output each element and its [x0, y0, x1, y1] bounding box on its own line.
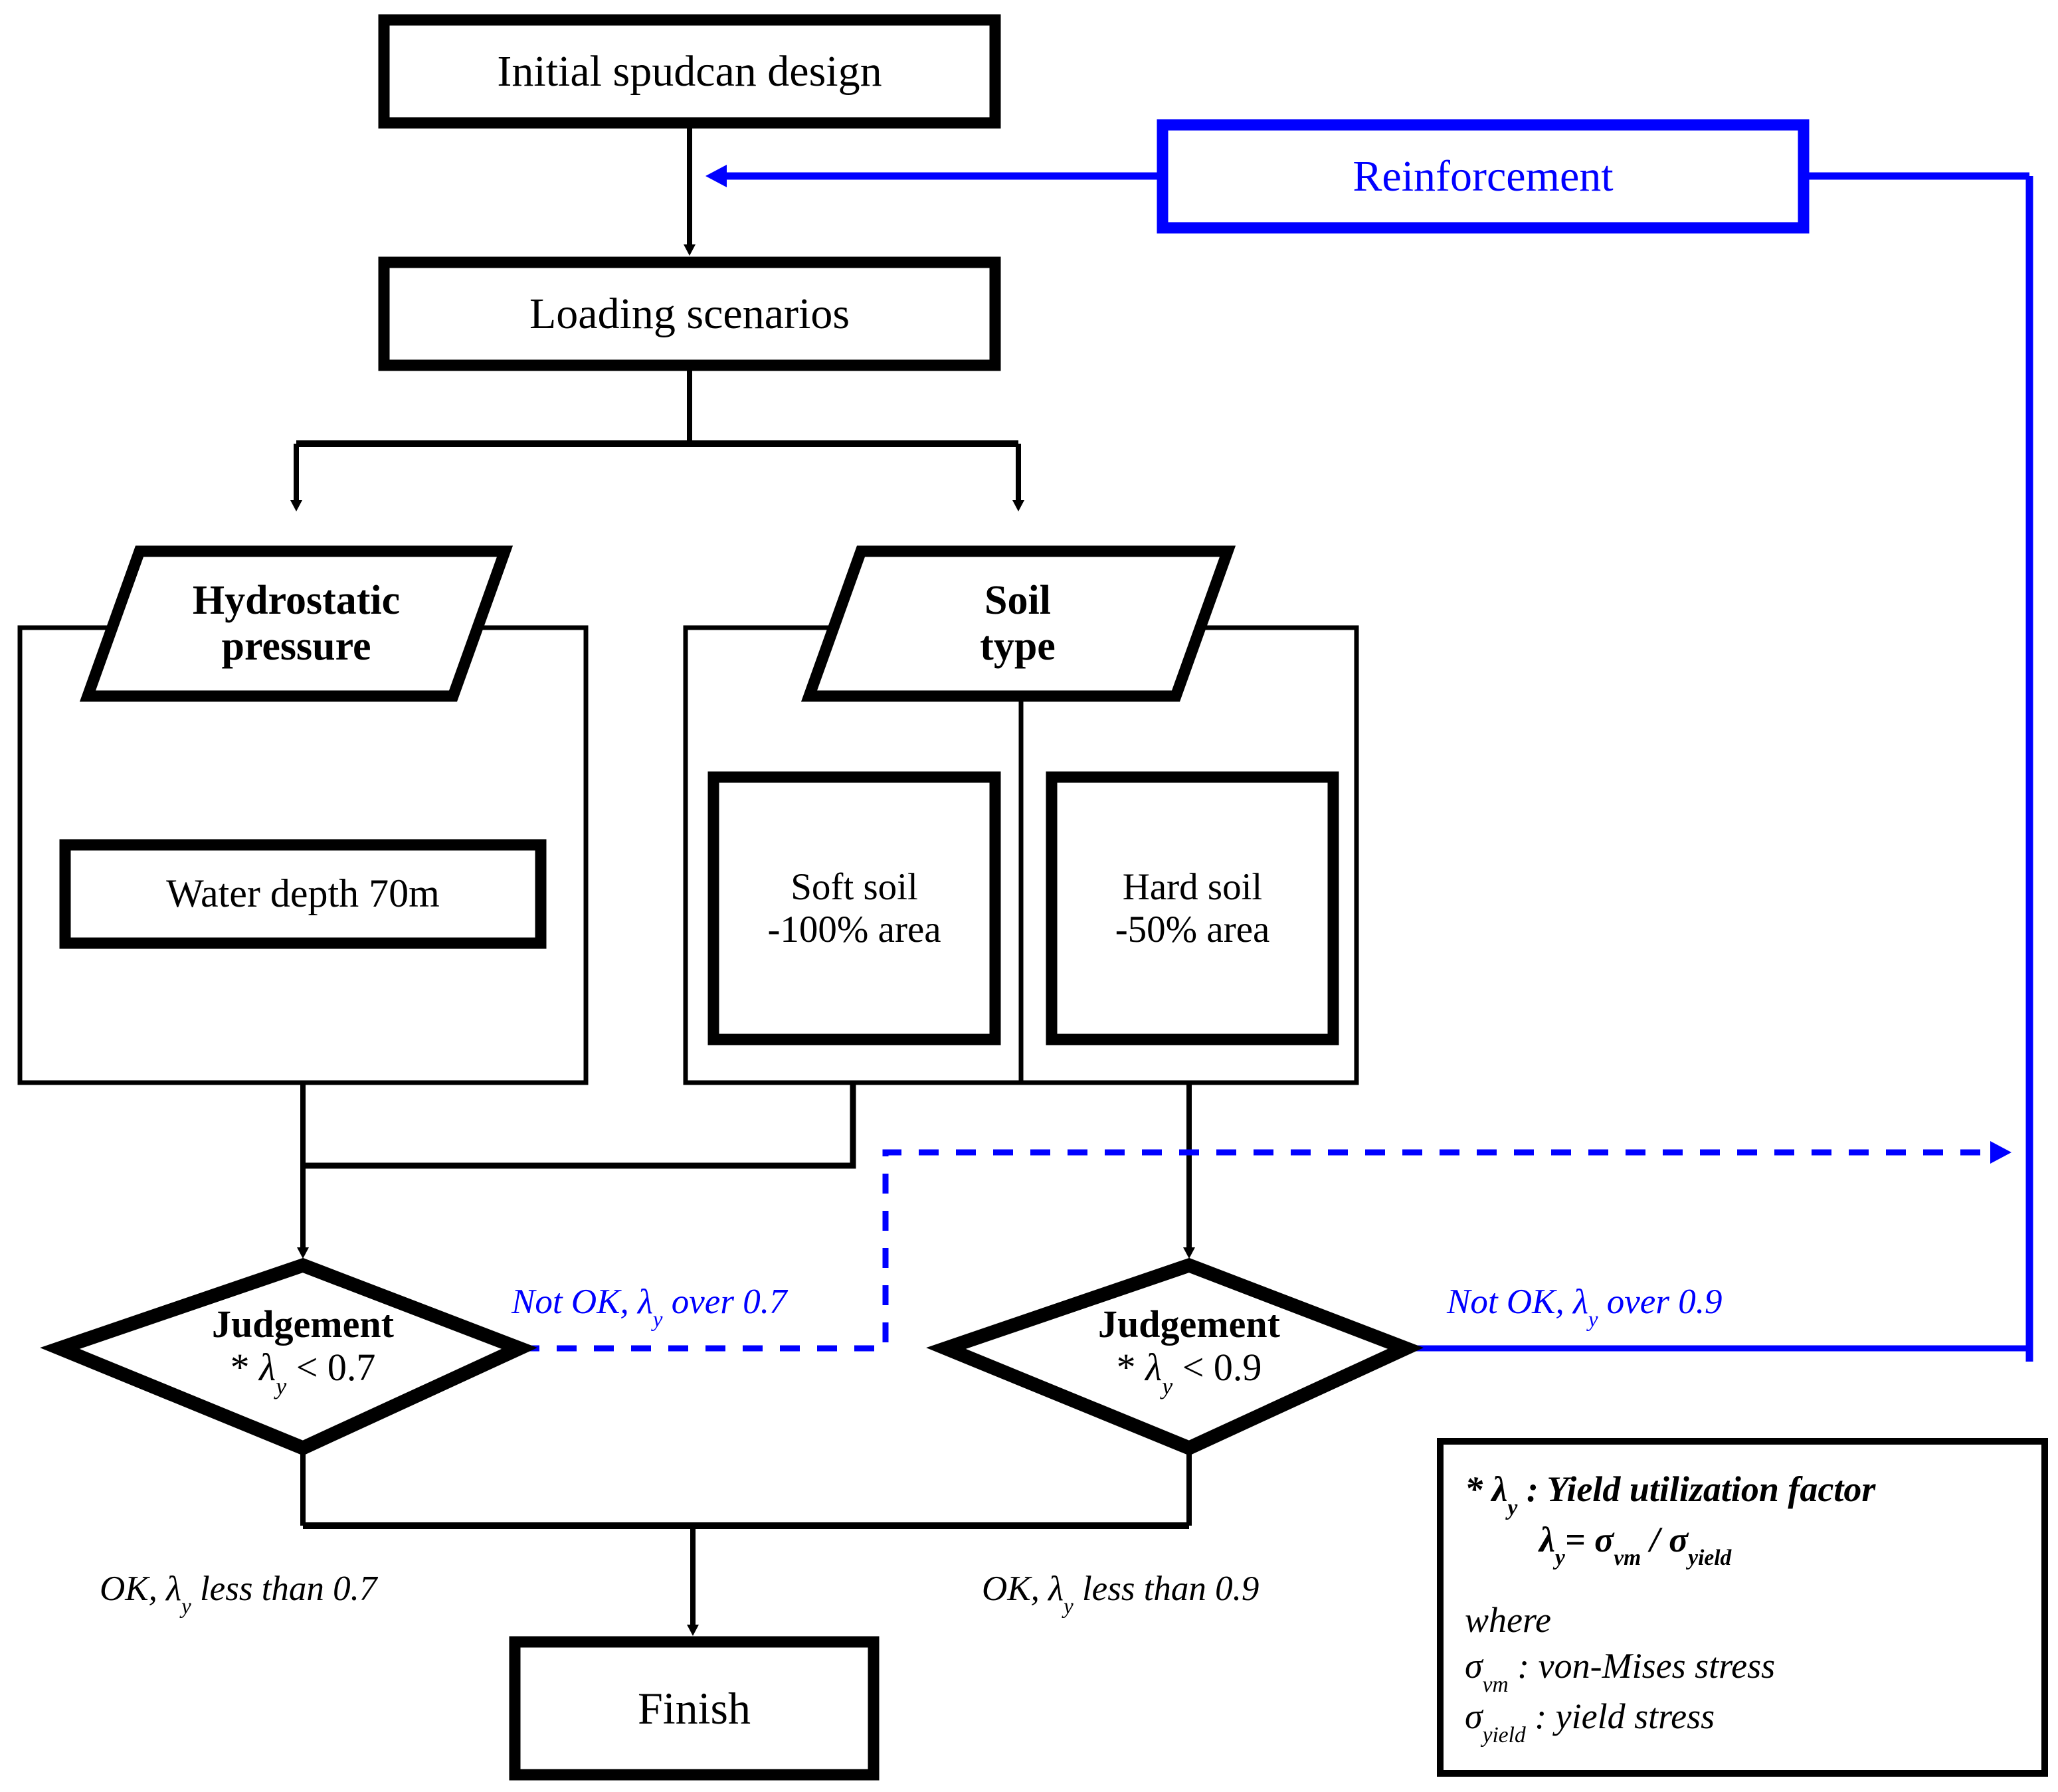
edge-softsoil-merge [303, 1083, 856, 1169]
soil-type-shape[interactable] [800, 545, 1236, 702]
hard-soil-box[interactable] [1046, 771, 1339, 1045]
soft-soil-box[interactable] [707, 771, 1001, 1045]
blue-edge-left-notok [519, 1141, 2011, 1352]
finish-box[interactable] [509, 1636, 880, 1781]
hydrostatic-pressure-shape[interactable] [79, 545, 514, 702]
loading-scenarios-box[interactable] [378, 256, 1001, 371]
water-depth-box[interactable] [59, 839, 547, 949]
initial-design-box[interactable] [378, 14, 1001, 129]
legend-box [1437, 1438, 2048, 1777]
judgement-right-diamond[interactable] [926, 1257, 1424, 1456]
reinforcement-box[interactable] [1157, 119, 1810, 234]
judgement-left-diamond[interactable] [40, 1257, 538, 1456]
